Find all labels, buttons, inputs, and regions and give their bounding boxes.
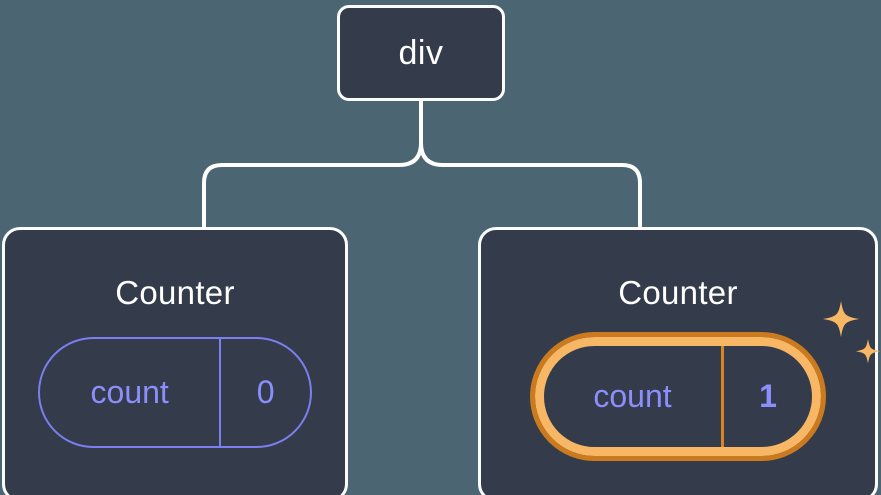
- state-name-left-text: count: [90, 374, 169, 410]
- sparkle-small-icon: [856, 339, 880, 364]
- state-value-left: 0: [221, 339, 310, 446]
- state-value-right: 1: [724, 346, 812, 447]
- state-name-left: count: [40, 339, 222, 446]
- state-value-right-text: 1: [759, 378, 777, 414]
- node-div[interactable]: div: [337, 5, 505, 101]
- counter-left-title: Counter: [115, 274, 235, 311]
- state-name-right: count: [544, 346, 724, 447]
- state-value-left-text: 0: [256, 374, 275, 410]
- counter-left-state-wrap: count 0: [38, 337, 312, 448]
- connector-to-right-child: [419, 141, 642, 231]
- state-pill-count-right[interactable]: count 1: [530, 332, 826, 461]
- counter-right-title: Counter: [618, 274, 738, 311]
- connector-to-left-child: [202, 141, 423, 231]
- sparkles-group: [823, 301, 880, 364]
- node-counter-left[interactable]: Counter count 0: [2, 227, 348, 495]
- counter-right-state-wrap: count 1: [530, 301, 880, 461]
- node-counter-right[interactable]: Counter count 1: [478, 227, 880, 495]
- state-name-right-text: count: [593, 378, 672, 414]
- sparkle-large-icon: [823, 301, 859, 337]
- state-pill-count-left[interactable]: count 0: [38, 337, 312, 448]
- node-div-label: div: [398, 34, 444, 72]
